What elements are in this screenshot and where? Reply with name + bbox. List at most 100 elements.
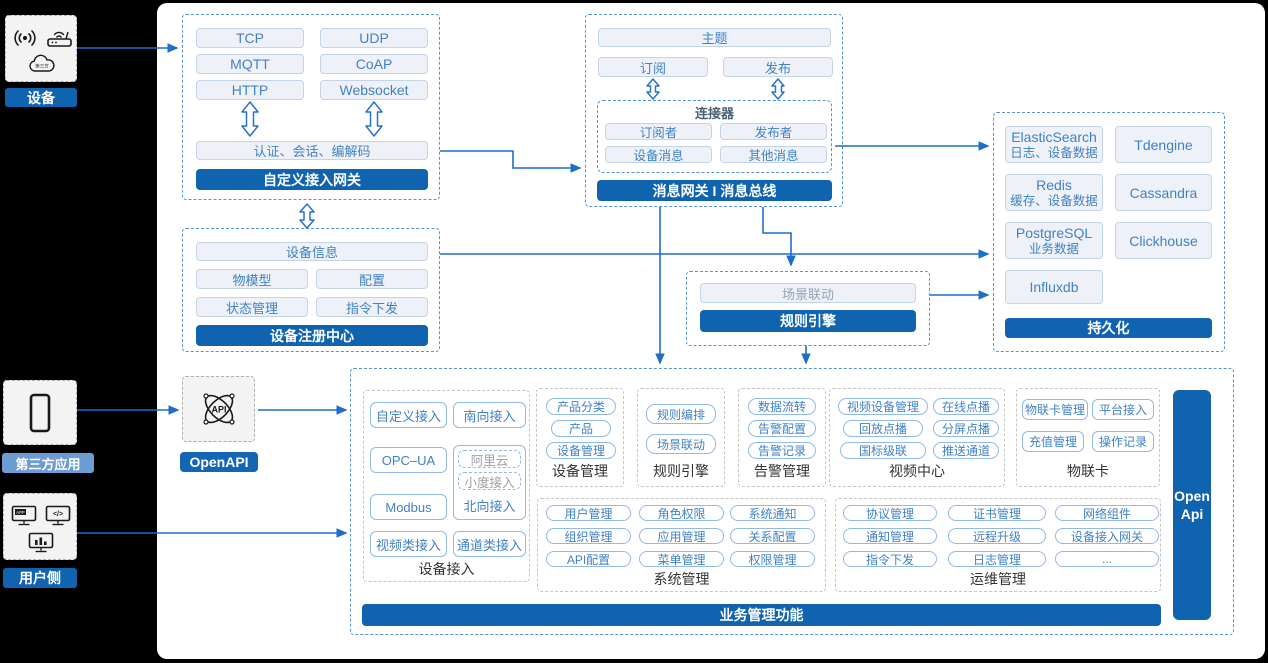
db-name: Cassandra <box>1129 184 1198 201</box>
relation-config-pill: 关系配置 <box>730 528 815 544</box>
app-monitor-icon: APP <box>11 505 37 526</box>
subscribe-pill: 订阅 <box>598 57 708 77</box>
db-name: Tdengine <box>1134 136 1193 153</box>
db-name: ElasticSearch <box>1011 128 1097 145</box>
data-flow-pill: 数据流转 <box>748 398 816 415</box>
protocol-pill-http: HTTP <box>196 80 304 100</box>
video-access-pill: 视频类接入 <box>370 531 447 557</box>
config-pill: 配置 <box>316 269 428 289</box>
session-pill: 认证、会话、编解码 <box>196 141 428 160</box>
recharge-pill: 充值管理 <box>1022 431 1084 452</box>
ops-label: 运维管理 <box>970 571 1026 587</box>
role-perm-pill: 角色权限 <box>639 505 724 521</box>
command-pill: 指令下发 <box>316 297 428 317</box>
more-pill: ... <box>1055 551 1159 567</box>
device-gateway-pill: 设备接入网关 <box>1055 528 1159 544</box>
online-vod-pill: 在线点播 <box>933 398 999 415</box>
southbound-pill: 南向接入 <box>453 402 526 428</box>
platform-access-pill: 平台接入 <box>1092 399 1154 420</box>
product-pill: 产品 <box>551 420 611 437</box>
network-comp-pill: 网络组件 <box>1055 505 1159 521</box>
clickhouse-cell: Clickhouse <box>1115 222 1212 259</box>
user-side-label: 用户侧 <box>3 568 77 588</box>
router-icon <box>47 31 72 47</box>
influxdb-cell: Influxdb <box>1005 270 1103 304</box>
subscriber-pill: 订阅者 <box>605 123 712 140</box>
video-device-mgmt-pill: 视频设备管理 <box>838 398 928 415</box>
openapi-box: API <box>182 376 255 442</box>
db-name: Influxdb <box>1029 279 1079 295</box>
custom-gateway-title: 自定义接入网关 <box>196 169 428 190</box>
api-atom-icon: API <box>202 393 235 425</box>
code-icon-text: </> <box>53 511 63 518</box>
gb-cascade-pill: 国标级联 <box>840 442 926 459</box>
push-channel-pill: 推送通道 <box>933 442 999 459</box>
app-mgmt-pill: 应用管理 <box>639 528 724 544</box>
openapi-label: OpenAPI <box>180 452 258 472</box>
rule-orchestration-pill: 规则编排 <box>646 404 716 424</box>
broadcast-icon <box>14 30 36 46</box>
command-issue-pill: 指令下发 <box>843 551 937 567</box>
chart-monitor-icon <box>28 532 54 553</box>
db-desc: 日志、设备数据 <box>1010 145 1098 160</box>
third-party-label: 第三方应用 <box>2 453 94 473</box>
playback-pill: 回放点播 <box>843 420 923 437</box>
sys-notify-pill: 系统通知 <box>730 505 815 521</box>
third-party-cloud-icon: 第三方 <box>29 54 55 72</box>
protocol-pill-udp: UDP <box>320 28 428 48</box>
device-access-label: 设备接入 <box>418 561 475 577</box>
db-desc: 业务数据 <box>1028 241 1079 256</box>
alarm-config-pill: 告警配置 <box>748 420 816 437</box>
db-name: Redis <box>1036 176 1072 193</box>
publisher-pill: 发布者 <box>720 123 827 140</box>
product-category-pill: 产品分类 <box>546 398 616 415</box>
thing-model-pill: 物模型 <box>196 269 308 289</box>
iot-card-label: 物联卡 <box>1067 463 1109 479</box>
alarm-record-pill: 告警记录 <box>748 442 816 459</box>
phone-icon <box>29 393 51 432</box>
aliyun-pill: 阿里云 <box>458 450 521 468</box>
protocol-pill-mqtt: MQTT <box>196 54 304 74</box>
opcua-pill: OPC–UA <box>370 447 447 473</box>
cassandra-cell: Cassandra <box>1115 174 1212 211</box>
device-mgmt-label: 设备管理 <box>552 463 608 479</box>
user-side-box: APP </> <box>3 493 77 560</box>
menu-mgmt-pill: 菜单管理 <box>639 551 724 567</box>
device-info-pill: 设备信息 <box>196 242 428 261</box>
cert-mgmt-pill: 证书管理 <box>948 505 1046 521</box>
elasticsearch-cell: ElasticSearch 日志、设备数据 <box>1005 126 1103 163</box>
device-msg-pill: 设备消息 <box>605 146 712 163</box>
custom-access-pill: 自定义接入 <box>370 402 447 428</box>
log-mgmt-pill: 日志管理 <box>948 551 1046 567</box>
scene-linkage-pill: 场景联动 <box>700 283 916 303</box>
iot-card-mgmt-pill: 物联卡管理 <box>1022 399 1088 420</box>
device-registry-title: 设备注册中心 <box>196 325 428 346</box>
db-desc: 缓存、设备数据 <box>1010 193 1098 208</box>
operation-record-pill: 操作记录 <box>1092 431 1154 452</box>
business-footer-bar: 业务管理功能 <box>362 604 1161 626</box>
connector-title: 连接器 <box>694 105 734 121</box>
northbound-text: 北向接入 <box>463 498 516 514</box>
alarm-label: 告警管理 <box>754 463 810 479</box>
splitscreen-pill: 分屏点播 <box>933 420 999 437</box>
org-mgmt-pill: 组织管理 <box>546 528 631 544</box>
channel-access-pill: 通道类接入 <box>453 531 526 557</box>
scene-linkage-pill-2: 场景联动 <box>646 434 716 454</box>
device-source-box: 第三方 <box>5 15 77 82</box>
protocol-pill-tcp: TCP <box>196 28 304 48</box>
modbus-pill: Modbus <box>370 494 447 520</box>
postgresql-cell: PostgreSQL 业务数据 <box>1005 222 1103 259</box>
protocol-mgmt-pill: 协议管理 <box>843 505 937 521</box>
protocol-pill-websocket: Websocket <box>320 80 428 100</box>
open-api-line2: Api <box>1180 506 1204 522</box>
api-config-pill: API配置 <box>546 551 631 567</box>
other-msg-pill: 其他消息 <box>720 146 827 163</box>
persistence-title: 持久化 <box>1005 318 1212 338</box>
code-monitor-icon: </> <box>45 505 71 526</box>
api-icon-text: API <box>211 405 226 415</box>
xiaodu-pill: 小度接入 <box>458 472 521 490</box>
rule-label: 规则引擎 <box>653 463 709 479</box>
rule-engine-title: 规则引擎 <box>700 310 916 332</box>
db-name: Clickhouse <box>1129 232 1198 249</box>
